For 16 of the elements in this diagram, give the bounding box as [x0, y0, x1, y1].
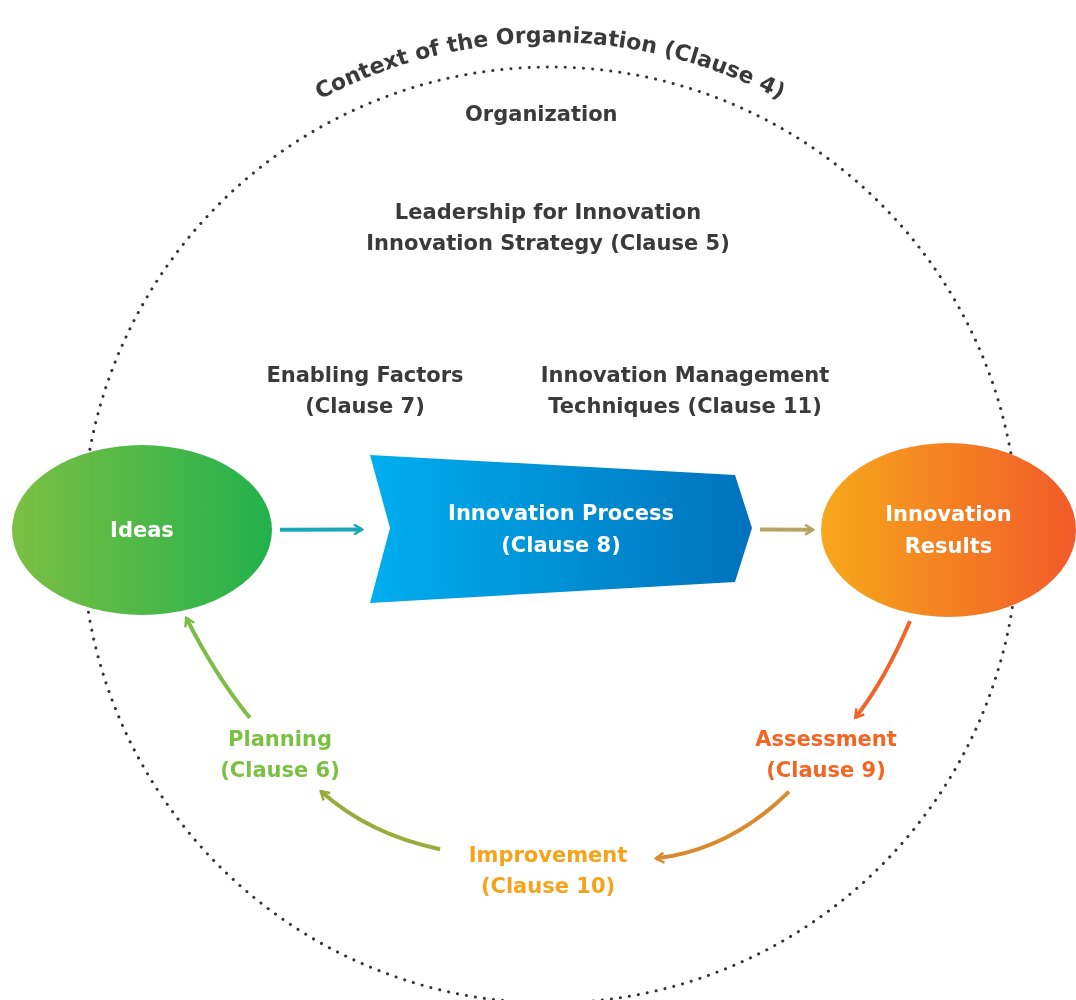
node-label: Innovation Results	[884, 501, 1013, 560]
node-label: Assessment (Clause 9)	[755, 727, 897, 782]
text-label: Enabling Factors (Clause 7)	[265, 362, 465, 420]
arrow	[760, 523, 815, 536]
arrow	[853, 620, 912, 719]
node-label: Improvement (Clause 10)	[468, 843, 628, 898]
arrow	[184, 616, 252, 720]
node-label: Innovation Process (Clause 8)	[447, 500, 675, 559]
arrow	[319, 789, 441, 852]
arrow	[654, 790, 791, 864]
heading: Organization	[465, 102, 618, 126]
text-label: Leadership for Innovation Innovation Strategy (Clause 5)	[365, 199, 731, 257]
node-label: Planning (Clause 6)	[220, 727, 340, 782]
arrow	[280, 523, 364, 536]
text-label: Innovation Management Techniques (Clause 11)	[539, 362, 831, 420]
node-label: Ideas	[110, 517, 174, 544]
